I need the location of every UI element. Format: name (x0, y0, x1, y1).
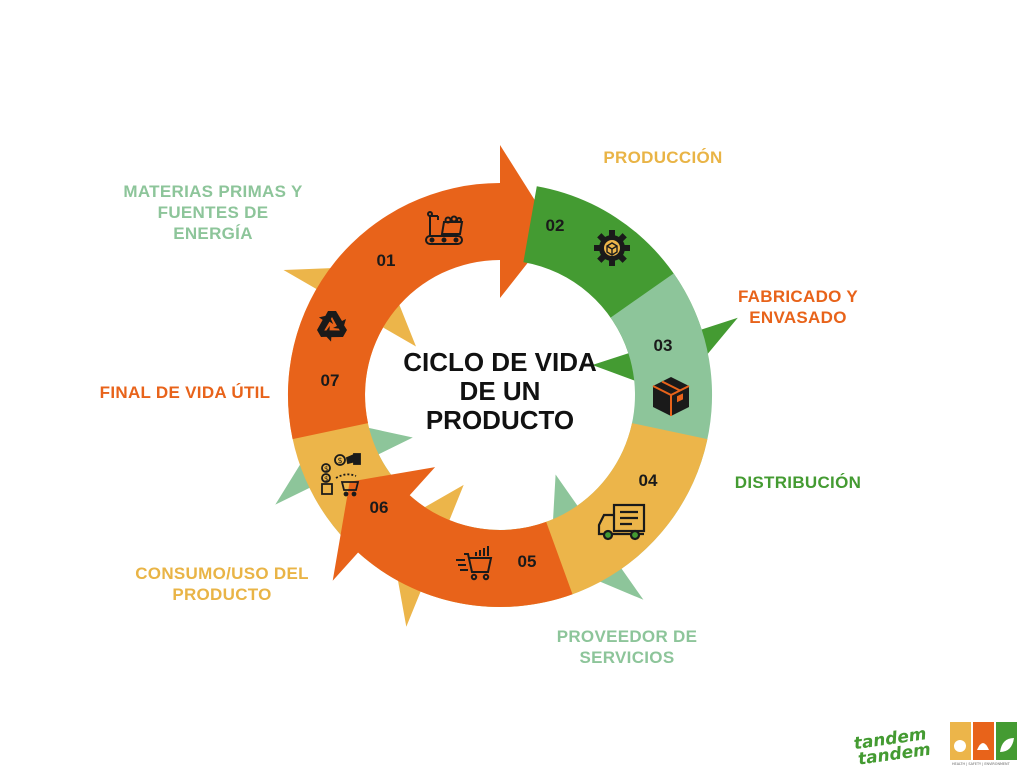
stage-number-05: 05 (518, 552, 537, 571)
cycle-arrows (275, 145, 738, 627)
logo-tagline: HEALTH | SAFETY | ENVIRONMENT (952, 762, 1011, 766)
stage-label-line: MATERIAS PRIMAS Y (123, 182, 303, 201)
stage-label-line: FABRICADO Y (737, 287, 859, 306)
stage-label-line: FUENTES DE (157, 203, 269, 222)
stage-number-04: 04 (639, 471, 658, 490)
stage-label-line: ENVASADO (749, 308, 847, 327)
stage-label-line: PROVEEDOR DE (556, 627, 698, 646)
stage-label-consumo: CONSUMO/USO DEL PRODUCTO (112, 563, 332, 605)
gear-box-icon (594, 230, 630, 266)
stage-label-line: ENERGÍA (173, 224, 253, 243)
stage-label-materias-primas: MATERIAS PRIMAS Y FUENTES DE ENERGÍA (100, 181, 326, 244)
stage-label-produccion: PRODUCCIÓN (583, 147, 743, 168)
stage-label-distribucion: DISTRIBUCIÓN (718, 472, 878, 493)
factory-conveyor-icon (425, 211, 464, 245)
center-title-line-2: DE UN (459, 376, 541, 406)
shopping-cart-icon (456, 546, 493, 581)
stage-label-line: SERVICIOS (579, 648, 675, 667)
tandem-logo: tandem tandem HEALTH | SAFETY | ENVIRONM… (853, 722, 1017, 766)
stage-number-06: 06 (370, 498, 389, 517)
svg-text:$: $ (324, 475, 328, 483)
svg-text:$: $ (338, 456, 343, 465)
stage-number-03: 03 (654, 336, 673, 355)
stage-label-line: CONSUMO/USO DEL (135, 564, 309, 583)
stage-number-07: 07 (321, 371, 340, 390)
stage-label-line: FINAL DE VIDA ÚTIL (99, 383, 271, 402)
arrow-segment-03 (287, 145, 554, 440)
stage-number-02: 02 (546, 216, 565, 235)
center-title-line-3: PRODUCTO (425, 405, 575, 435)
stage-label-line: PRODUCTO (172, 585, 272, 604)
delivery-truck-icon (597, 503, 646, 541)
svg-text:$: $ (324, 465, 328, 473)
stage-label-fabricado: FABRICADO Y ENVASADO (718, 286, 878, 328)
stage-number-01: 01 (377, 251, 396, 270)
stage-numbers: 01 02 03 04 05 06 07 (321, 216, 673, 571)
stage-label-line: PRODUCCIÓN (603, 148, 723, 167)
consumer-purchase-icon: $ $ $ (321, 453, 361, 497)
stage-label-proveedor: PROVEEDOR DE SERVICIOS (537, 626, 717, 668)
package-box-icon (652, 377, 690, 416)
arrow-segment-07 (332, 467, 573, 607)
center-title: CICLO DE VIDA DE UN PRODUCTO (380, 348, 620, 435)
stage-label-line: DISTRIBUCIÓN (734, 473, 862, 492)
center-title-line-1: CICLO DE VIDA (403, 347, 597, 377)
recycle-icon (312, 311, 351, 346)
stage-label-final-vida: FINAL DE VIDA ÚTIL (76, 382, 294, 403)
